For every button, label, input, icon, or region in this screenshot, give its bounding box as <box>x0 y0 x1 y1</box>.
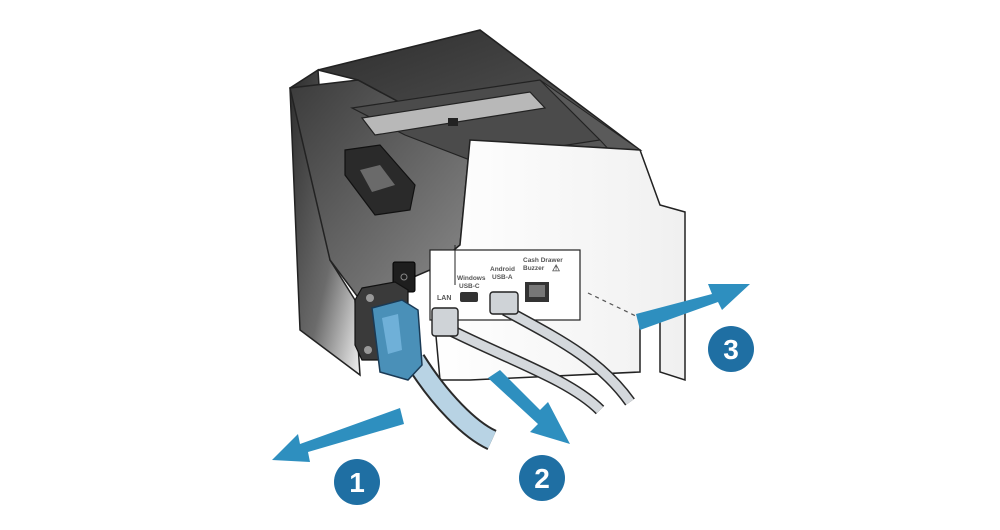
cash-drawer-port-inner <box>529 285 545 297</box>
android-label-line1: Android <box>490 266 515 273</box>
arrow-3 <box>636 284 750 330</box>
warning-icon: ⚠ <box>552 263 560 273</box>
arrow-1 <box>272 408 404 462</box>
step-badge-1: 1 <box>334 459 380 505</box>
power-switch-icon <box>400 273 408 281</box>
step-number-2: 2 <box>534 463 550 494</box>
step-number-3: 3 <box>723 334 739 365</box>
lan-label: LAN <box>437 295 451 302</box>
cash-drawer-label-line2: Buzzer <box>523 265 545 272</box>
arrow-2 <box>488 370 570 444</box>
step-number-1: 1 <box>349 467 365 498</box>
screw-bottom <box>364 346 372 354</box>
cutter-bar <box>360 91 547 136</box>
android-label-line2: USB-A <box>492 274 513 281</box>
cutter-notch <box>448 118 458 126</box>
lan-plug <box>431 307 459 337</box>
power-plug-grip <box>382 314 402 354</box>
usb-c-port[interactable] <box>460 292 478 302</box>
cash-drawer-label-line1: Cash Drawer <box>523 257 563 264</box>
screw-top <box>366 294 374 302</box>
front-opening-inner <box>360 165 395 192</box>
cables <box>371 291 635 451</box>
usb-a-plug <box>489 291 519 315</box>
arrows <box>272 284 750 462</box>
windows-label-line2: USB-C <box>459 283 480 290</box>
step-badge-2: 2 <box>519 455 565 501</box>
printer-body <box>289 29 686 382</box>
step-badge-3: 3 <box>708 326 754 372</box>
dashed-guide <box>587 292 641 319</box>
port-labels: LAN Windows USB-C Android USB-A Cash Dra… <box>437 257 563 302</box>
windows-label-line1: Windows <box>457 275 486 282</box>
